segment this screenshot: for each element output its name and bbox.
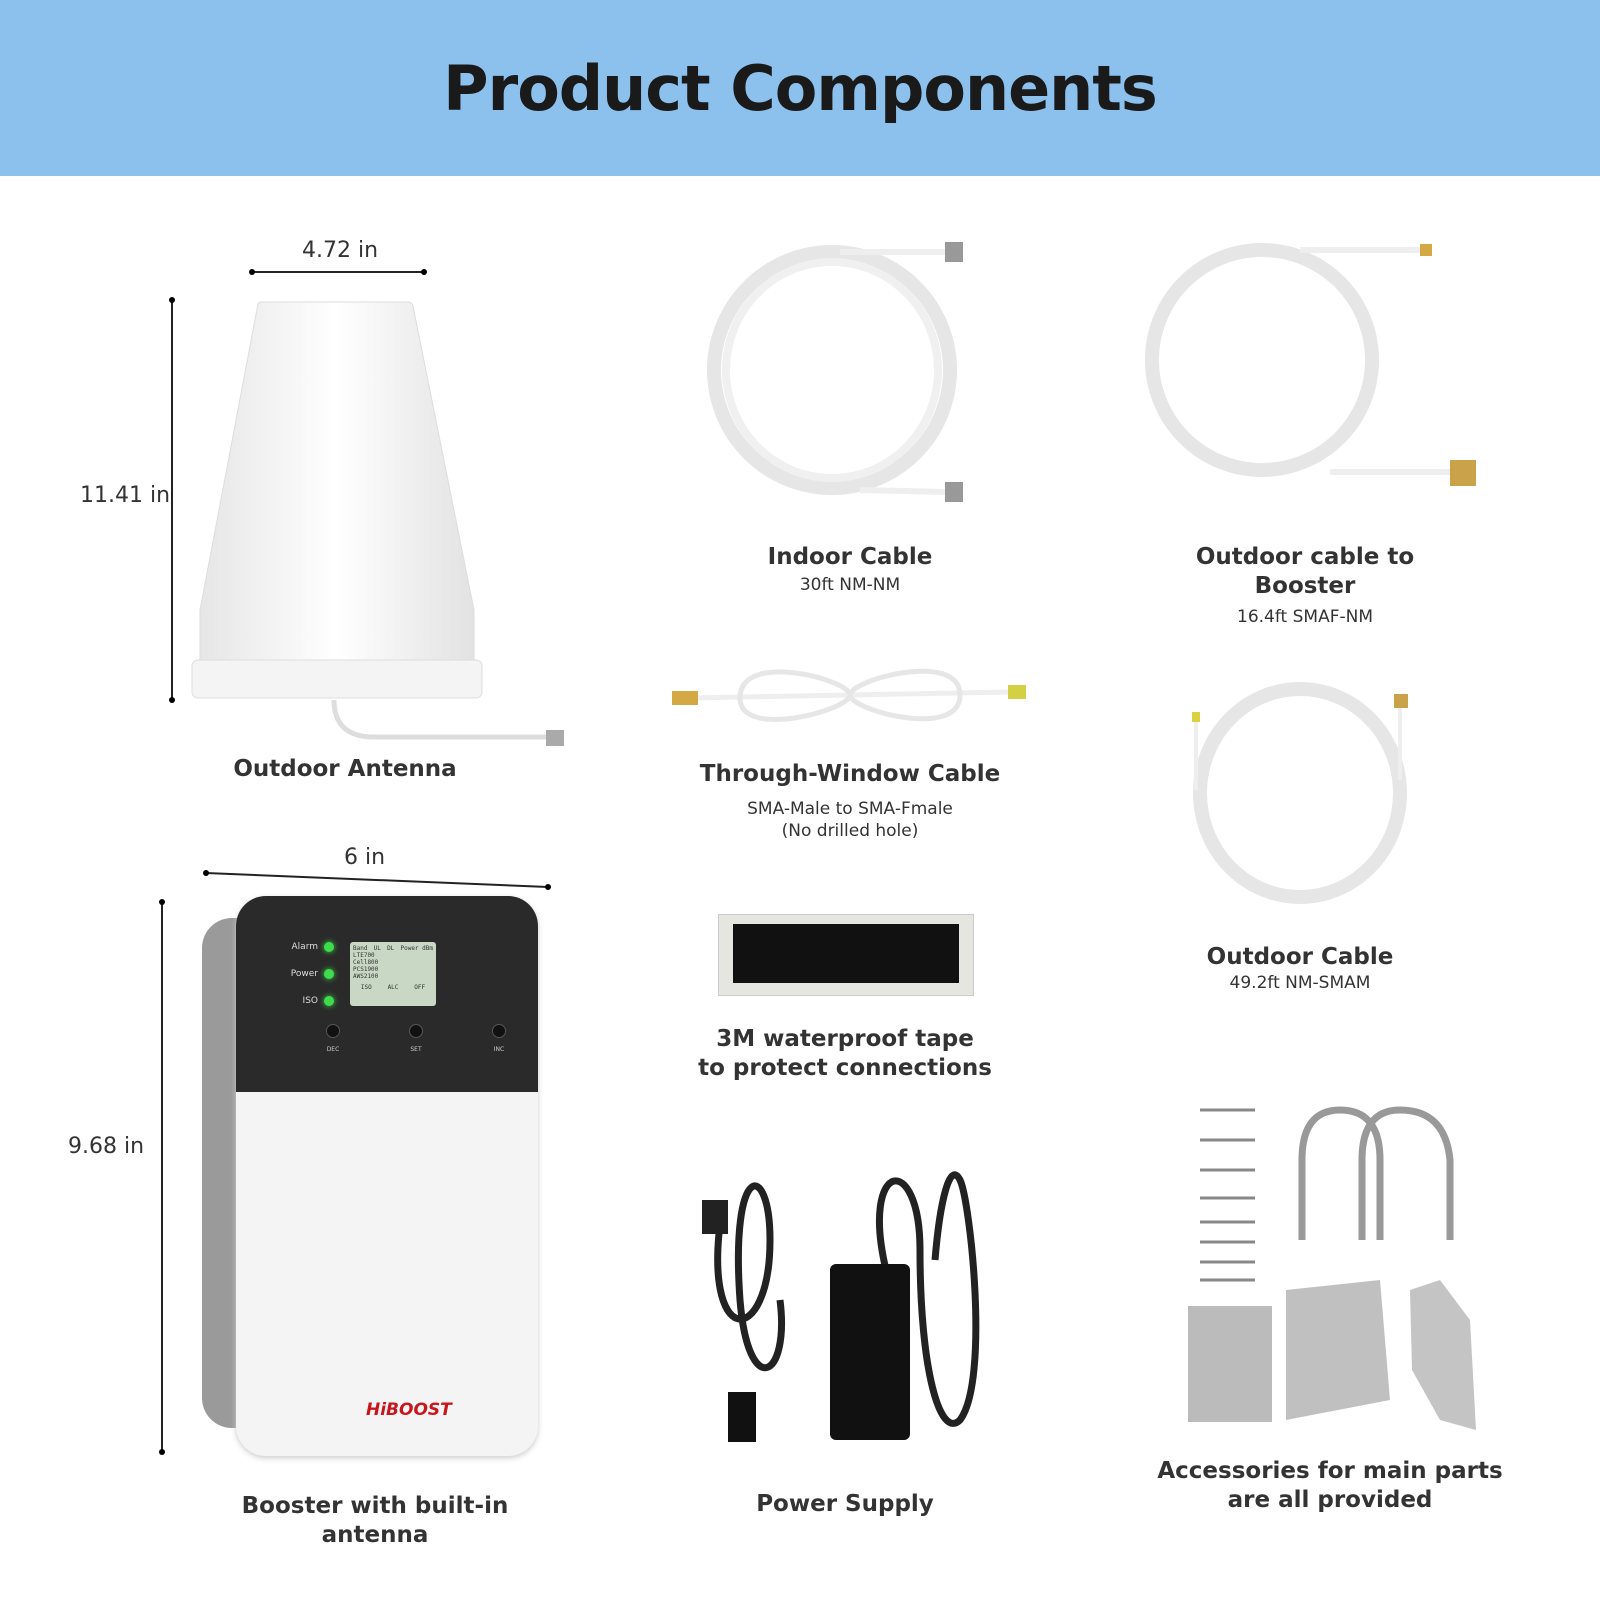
inc-button[interactable]: INC <box>492 1024 506 1053</box>
outdoor-cable-to-booster-image <box>1145 243 1476 486</box>
outdoor-cable-spec: 49.2ft NM-SMAM <box>1229 973 1371 993</box>
accessories-image <box>1188 1106 1476 1430</box>
power-supply-label: Power Supply <box>756 1491 934 1517</box>
waterproof-tape-image <box>718 914 974 996</box>
through-window-cable-image <box>672 668 1026 722</box>
antenna-height: 11.41 in <box>80 483 171 508</box>
outdoor-cable-to-booster-spec: 16.4ft SMAF-NM <box>1237 607 1373 627</box>
outdoor-antenna-label: Outdoor Antenna <box>233 756 457 782</box>
booster-height: 9.68 in <box>68 1134 145 1159</box>
tape-label-2: to protect connections <box>698 1055 992 1081</box>
dec-label: DEC <box>326 1046 340 1053</box>
lcd-off: OFF <box>414 984 426 991</box>
lcd-alc: ALC <box>387 984 399 991</box>
set-label: SET <box>410 1046 422 1053</box>
accessories-label-2: are all provided <box>1227 1487 1433 1513</box>
through-window-cable-spec: SMA-Male to SMA-Fmale <box>747 799 953 819</box>
booster-dimension-lines <box>159 870 551 1455</box>
through-window-cable-label: Through-Window Cable <box>699 761 1001 787</box>
antenna-width: 4.72 in <box>302 238 379 263</box>
booster-image: Alarm Power ISO Band UL DL Power dBm LTE700… <box>236 896 538 1456</box>
outdoor-cable-image <box>1192 682 1408 904</box>
indoor-cable-image <box>707 242 963 502</box>
led-label-power: Power <box>290 969 318 979</box>
power-supply-image <box>702 1171 980 1442</box>
lcd-display: Band UL DL Power dBm LTE700 Cell800 PCS1900… <box>350 942 436 1006</box>
outdoor-cable-to-booster-label: Outdoor cable to Booster <box>1195 544 1415 599</box>
booster-width: 6 in <box>344 845 386 870</box>
booster-label: Booster with built-in antenna <box>241 1493 509 1548</box>
lcd-band-row: PCS1900 <box>353 966 379 973</box>
indoor-cable-spec: 30ft NM-NM <box>799 575 901 595</box>
page-title: Product Components <box>443 51 1158 125</box>
indoor-cable-label: Indoor Cable <box>767 544 933 570</box>
accessories-label: Accessories for main parts <box>1157 1458 1503 1484</box>
led-label-iso: ISO <box>302 996 318 1006</box>
outdoor-cable-label: Outdoor Cable <box>1206 944 1394 970</box>
outdoor-antenna-image <box>191 301 564 746</box>
header-banner: Product Components <box>0 0 1600 176</box>
status-leds <box>324 942 334 1006</box>
lcd-ul: UL <box>373 945 381 952</box>
through-window-cable-note: (No drilled hole) <box>781 821 919 841</box>
tape-label: 3M waterproof tape <box>716 1026 974 1052</box>
inc-label: INC <box>493 1046 505 1053</box>
lcd-power: Power dBm <box>400 945 433 952</box>
set-button[interactable]: SET <box>409 1024 423 1053</box>
lcd-iso: ISO <box>360 984 372 991</box>
antenna-dimension-lines <box>169 269 427 703</box>
lcd-band-row: LTE700 <box>353 952 375 959</box>
hiboost-logo: HiBOOST <box>366 1400 452 1420</box>
lcd-band-row: AWS2100 <box>353 973 379 980</box>
dec-button[interactable]: DEC <box>326 1024 340 1053</box>
lcd-band-row: Cell800 <box>353 959 379 966</box>
lcd-band: Band <box>353 945 368 952</box>
lcd-dl: DL <box>387 945 395 952</box>
led-label-alarm: Alarm <box>291 942 318 952</box>
